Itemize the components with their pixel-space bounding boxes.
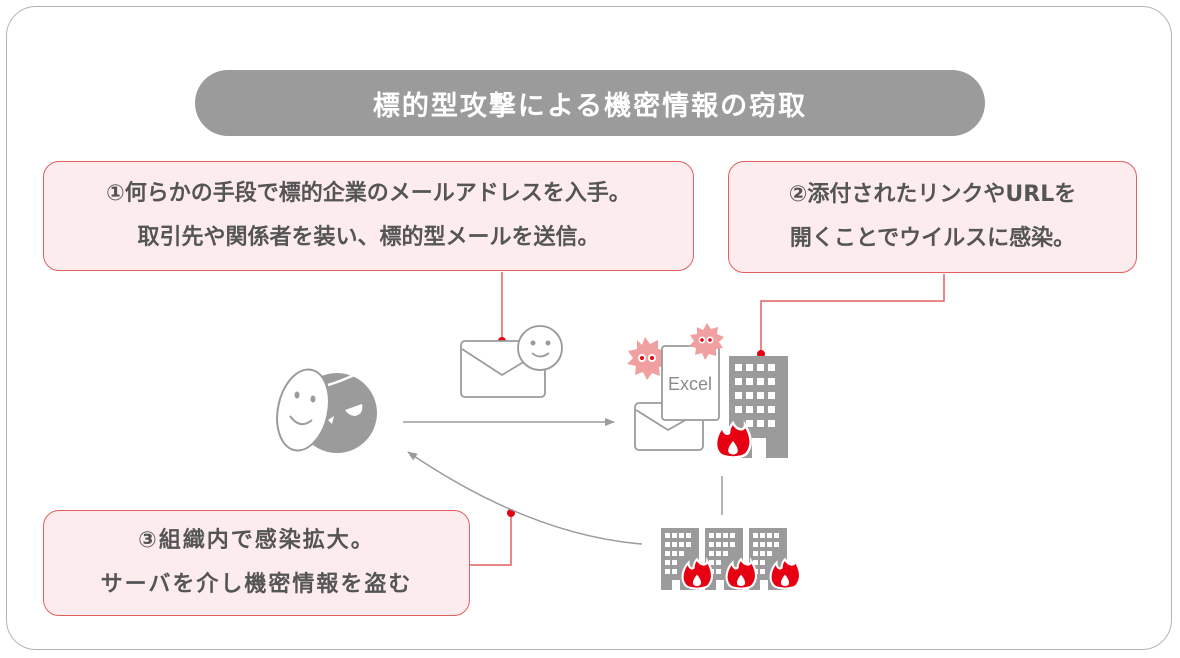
step-3-line-1: ③組織内で感染拡大。 — [138, 528, 375, 553]
fire-icon — [681, 558, 714, 590]
burning-building-icon — [714, 356, 788, 459]
burning-buildings-group-icon — [661, 528, 802, 590]
building-icon — [661, 528, 699, 590]
step-3-connector — [470, 509, 515, 566]
step-2-callout: ②添付されたリンクやURLを 開くことでウイルスに感染。 — [728, 161, 1137, 273]
exfiltration-arrow — [407, 451, 643, 545]
diagram-title: 標的型攻撃による機密情報の窃取 — [195, 70, 985, 136]
virus-icon — [689, 323, 724, 360]
virus-excel-attachment-icon: Excel — [627, 323, 724, 451]
step-3-line-2: サーバを介し機密情報を盗む — [100, 572, 413, 597]
step-2-line-1: ②添付されたリンクやURLを — [788, 182, 1077, 207]
attachment-label: Excel — [668, 374, 712, 394]
step-2-line-2: 開くことでウイルスに感染。 — [789, 226, 1076, 251]
fire-icon — [725, 558, 758, 590]
smiley-email-icon — [460, 325, 563, 398]
fire-icon — [714, 421, 752, 459]
step-2-connector — [757, 274, 945, 358]
virus-icon — [627, 337, 668, 380]
step-1-callout: ①何らかの手段で標的企業のメールアドレスを入手。 取引先や関係者を装い、標的型メ… — [43, 161, 694, 271]
fire-icon — [769, 558, 802, 590]
masked-attacker-icon — [276, 368, 377, 453]
step-1-connector — [498, 272, 506, 345]
step-3-callout: ③組織内で感染拡大。 サーバを介し機密情報を盗む — [43, 510, 470, 616]
step-1-line-1: ①何らかの手段で標的企業のメールアドレスを入手。 — [106, 181, 631, 206]
diagram-title-text: 標的型攻撃による機密情報の窃取 — [372, 90, 808, 122]
step-1-line-2: 取引先や関係者を装い、標的型メールを送信。 — [137, 225, 600, 250]
